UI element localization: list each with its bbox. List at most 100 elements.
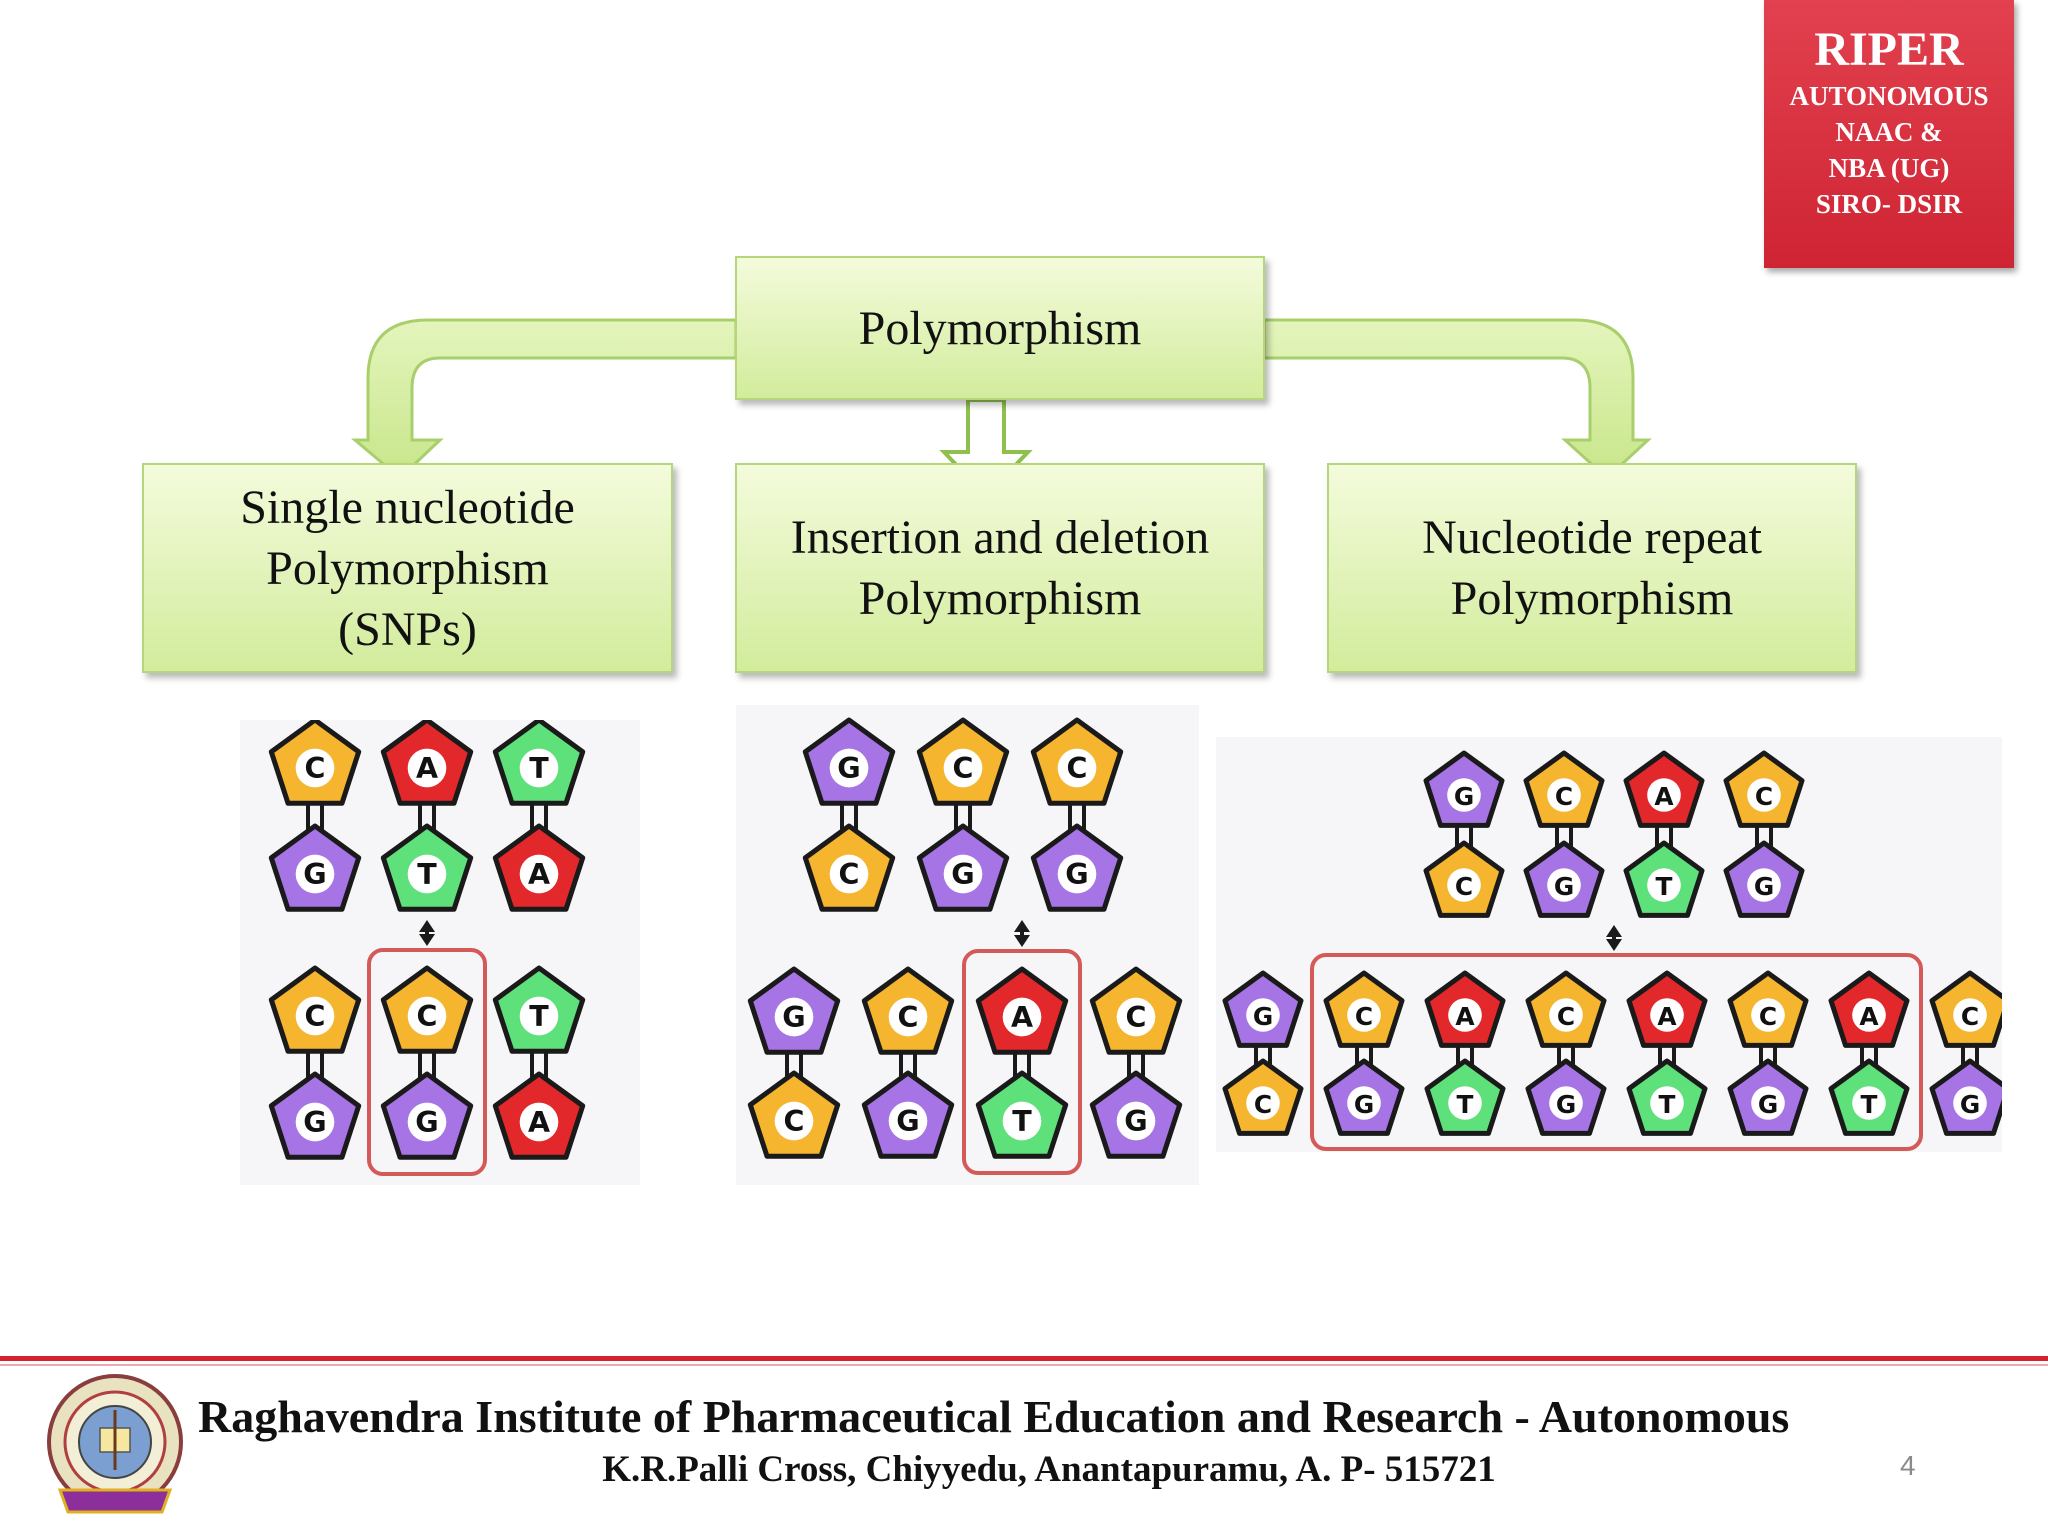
svg-text:C: C [1755,782,1773,811]
nucleotide-C: C [747,1070,841,1159]
root-label: Polymorphism [858,301,1142,355]
nucleotide-G: G [1727,1058,1809,1136]
nucleotide-G: G [1523,840,1605,918]
arrowhead-up [1014,920,1030,932]
svg-text:T: T [1861,1090,1878,1119]
nucleotide-G: G [1423,750,1505,828]
svg-text:A: A [1455,1002,1475,1031]
svg-text:G: G [1253,1002,1273,1031]
nucleotide-A: A [1623,750,1705,828]
nucleotide-C: C [1929,970,2011,1048]
nucleotide-G: G [268,1071,362,1160]
svg-text:G: G [1556,1090,1576,1119]
svg-text:G: G [1960,1090,1980,1119]
badge-title: RIPER [1814,23,1964,76]
nucleotide-C: C [380,965,474,1054]
nucleotide-C: C [802,823,896,912]
svg-text:G: G [303,1106,326,1139]
svg-text:G: G [837,752,860,785]
highlight-box [962,949,1082,1175]
repeat-label-line: Nucleotide repeat [1422,511,1762,564]
svg-text:A: A [1859,1002,1879,1031]
svg-text:C: C [1254,1090,1272,1119]
arrowhead-down [1014,935,1030,947]
repeat-label-line: Polymorphism [1450,572,1734,625]
accreditation-badge: RIPER AUTONOMOUS NAAC & NBA (UG) SIRO- D… [1764,0,2014,268]
nucleotide-A: A [1626,970,1708,1048]
svg-text:G: G [1124,1105,1147,1138]
footer-divider-thin [0,1364,2048,1366]
svg-text:T: T [1656,872,1673,901]
svg-text:G: G [303,858,326,891]
nucleotide-A: A [380,717,474,806]
nucleotide-T: T [492,717,586,806]
nucleotide-A: A [492,1071,586,1160]
svg-text:C: C [1961,1002,1979,1031]
page-number: 4 [1900,1450,1916,1481]
badge-line: NBA (UG) [1828,153,1950,183]
svg-text:G: G [896,1105,919,1138]
snp-label-line: (SNPs) [338,602,477,656]
nucleotide-C: C [1222,1058,1304,1136]
arrowhead-up [1606,925,1622,937]
nucleotide-G: G [1929,1058,2011,1136]
left-arrow [350,318,738,481]
institute-address: K.R.Palli Cross, Chiyyedu, Anantapuramu,… [602,1449,1496,1490]
nucleotide-G: G [1030,823,1124,912]
nucleotide-G: G [1723,840,1805,918]
svg-text:T: T [1012,1105,1032,1138]
nucleotide-G: G [861,1070,955,1159]
nucleotide-C: C [1523,750,1605,828]
nucleotide-A: A [1424,970,1506,1048]
indel-label-line: Polymorphism [858,572,1142,625]
nucleotide-T: T [1424,1058,1506,1136]
indel-label-line: Insertion and deletion [790,511,1210,564]
arrowhead-down [1606,939,1622,951]
svg-text:G: G [782,1001,805,1034]
nucleotide-G: G [380,1071,474,1160]
nucleotide-G: G [1222,970,1304,1048]
nucleotide-G: G [1089,1070,1183,1159]
nucleotide-A: A [492,823,586,912]
svg-text:C: C [784,1105,805,1138]
svg-text:A: A [1654,782,1674,811]
svg-text:A: A [1011,1001,1033,1034]
svg-text:G: G [1758,1090,1778,1119]
badge-line: AUTONOMOUS [1789,81,1989,111]
institute-logo [47,1374,183,1514]
svg-text:T: T [529,1000,549,1033]
svg-text:A: A [416,752,438,785]
nucleotide-G: G [747,966,841,1055]
nucleotide-C: C [1089,966,1183,1055]
snp-label-line: Single nucleotide [240,480,575,534]
nucleotide-G: G [916,823,1010,912]
svg-text:C: C [1455,872,1473,901]
svg-text:C: C [1355,1002,1373,1031]
footer-divider [0,1356,2048,1361]
polymorphism-box: Polymorphism [735,256,1265,400]
nucleotide-G: G [802,717,896,806]
arrowhead-up [419,920,435,932]
svg-text:A: A [1657,1002,1677,1031]
nucleotide-G: G [1323,1058,1405,1136]
svg-text:C: C [305,1000,326,1033]
nucleotide-C: C [268,717,362,806]
highlight-box [1310,953,1923,1151]
nucleotide-A: A [1828,970,1910,1048]
nucleotide-T: T [1623,840,1705,918]
svg-text:A: A [528,1106,550,1139]
nucleotide-T: T [975,1070,1069,1159]
nucleotide-G: G [1525,1058,1607,1136]
nucleotide-C: C [1525,970,1607,1048]
svg-text:C: C [839,858,860,891]
nucleotide-T: T [492,965,586,1054]
svg-text:T: T [529,752,549,785]
highlight-box [367,948,487,1176]
nucleotide-C: C [268,965,362,1054]
repeat-box: Nucleotide repeat Polymorphism [1327,463,1857,673]
svg-text:G: G [415,1106,438,1139]
